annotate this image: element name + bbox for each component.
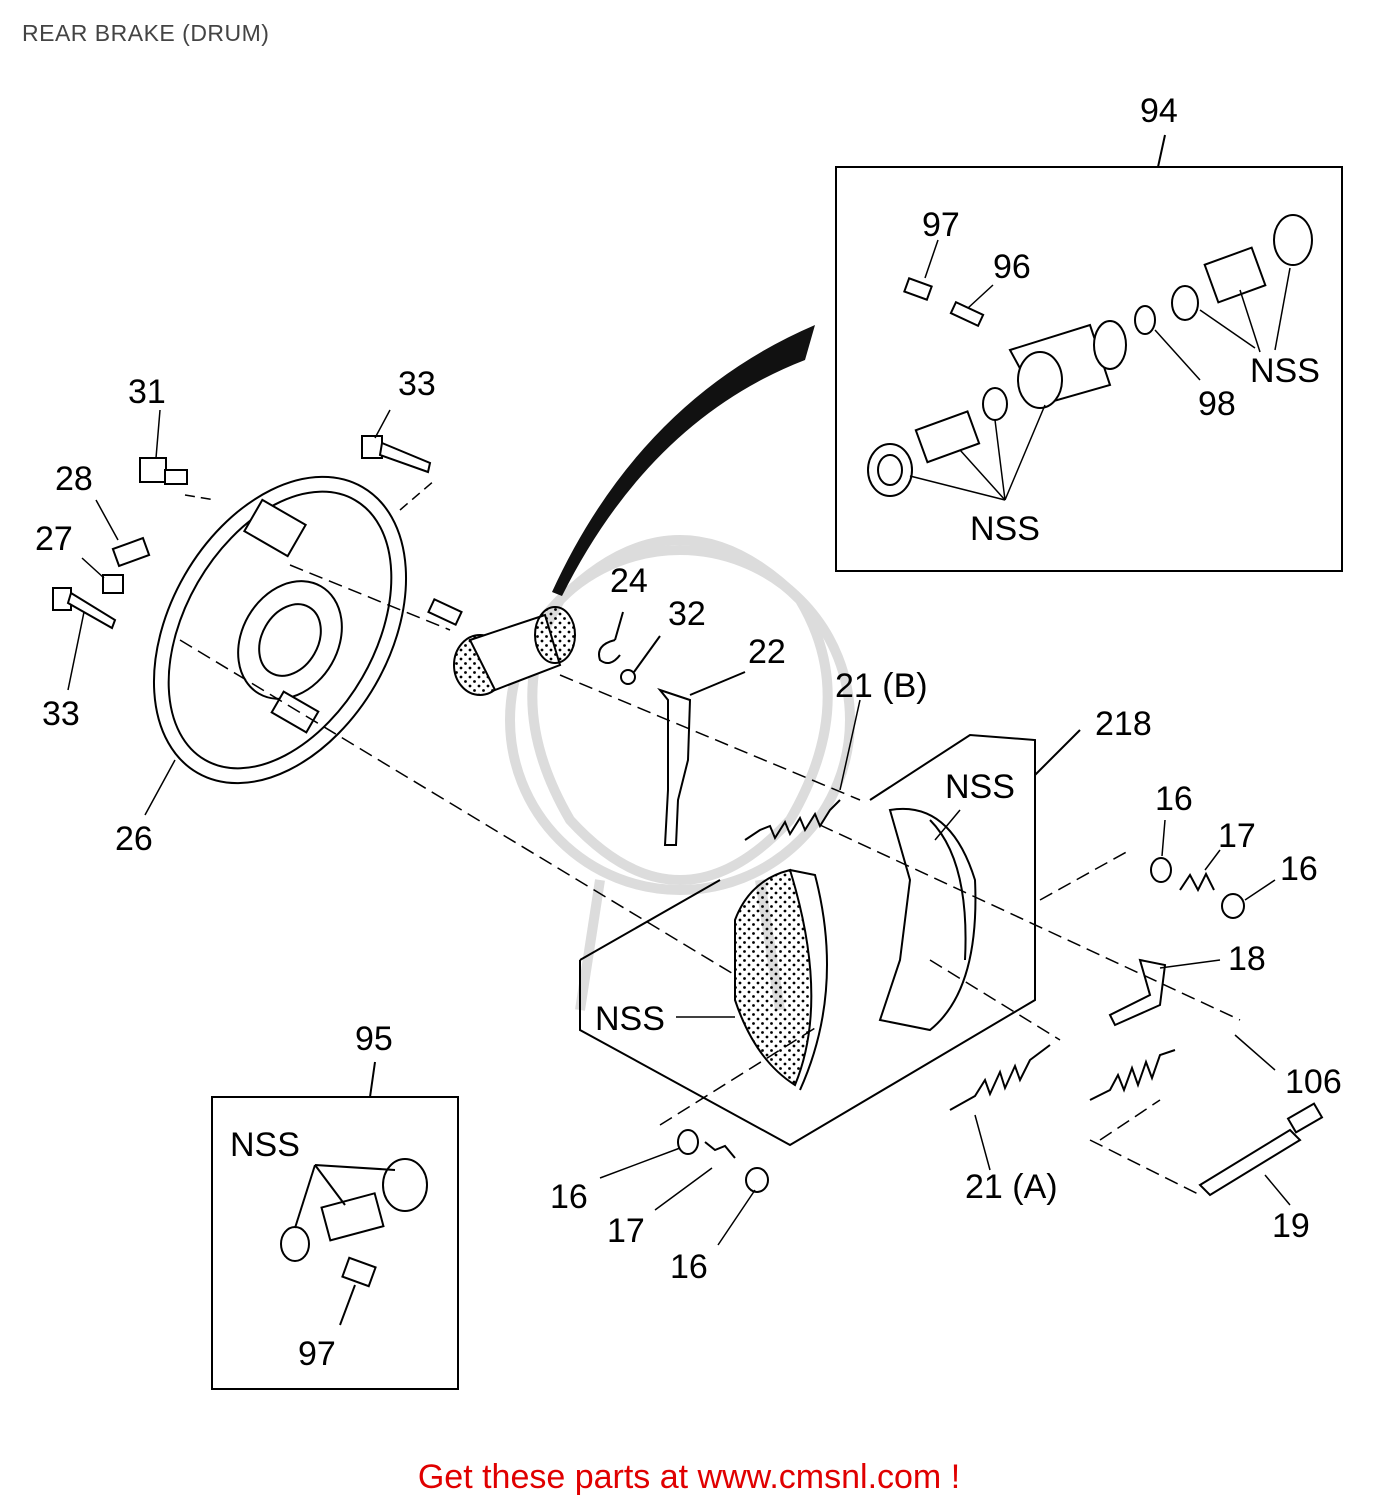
label-nss-shoe-left: NSS (595, 1000, 665, 1038)
label-21a: 21 (A) (965, 1168, 1058, 1206)
springs (704, 799, 1215, 1159)
watermark-logo (505, 535, 855, 1011)
label-32: 32 (668, 595, 706, 633)
label-97-top: 97 (922, 206, 960, 244)
backing-plate (152, 475, 408, 785)
label-17-b: 17 (607, 1212, 645, 1250)
label-33-bottom: 33 (42, 695, 80, 733)
leader-lines-right (599, 699, 1291, 1246)
shoe-kit-outline (579, 729, 1081, 1147)
label-26: 26 (115, 820, 153, 858)
callout-labels: 94 97 96 NSS 98 NSS 31 33 28 27 33 26 24… (35, 92, 1342, 1373)
retainers-and-adjuster (677, 857, 1324, 1197)
label-nss-top-right: NSS (1250, 352, 1320, 390)
label-22: 22 (748, 633, 786, 671)
brake-shoe-right (878, 807, 977, 1032)
label-98: 98 (1198, 385, 1236, 423)
label-96: 96 (993, 248, 1031, 286)
label-97-bottom: 97 (298, 1335, 336, 1373)
label-nss-shoe-right: NSS (945, 768, 1015, 806)
dashed-guides (179, 564, 1241, 1196)
label-27: 27 (35, 520, 73, 558)
label-28: 28 (55, 460, 93, 498)
parking-lever (657, 671, 746, 846)
label-nss-top-bottom: NSS (970, 510, 1040, 548)
label-218: 218 (1095, 705, 1152, 743)
clips (598, 611, 661, 685)
kit-box-94 (835, 134, 1343, 572)
exploded-parts-diagram: 94 97 96 NSS 98 NSS 31 33 28 27 33 26 24… (35, 92, 1343, 1390)
label-16-d: 16 (670, 1248, 708, 1286)
leader-lines-left (67, 409, 436, 816)
label-16-c: 16 (550, 1178, 588, 1216)
label-18: 18 (1228, 940, 1266, 978)
label-16-a: 16 (1155, 780, 1193, 818)
page-title: REAR BRAKE (DRUM) (22, 20, 270, 46)
footer-link-text[interactable]: Get these parts at www.cmsnl.com ! (417, 1458, 961, 1496)
label-16-b: 16 (1280, 850, 1318, 888)
wheel-cylinder (427, 597, 576, 696)
label-nss-kit: NSS (230, 1126, 300, 1164)
label-94: 94 (1140, 92, 1178, 130)
label-21b: 21 (B) (835, 667, 928, 705)
label-106: 106 (1285, 1063, 1342, 1101)
kit-95-parts (280, 1158, 428, 1326)
label-31: 31 (128, 373, 166, 411)
brake-shoe-left (734, 868, 828, 1091)
label-95: 95 (355, 1020, 393, 1058)
label-33-top: 33 (398, 365, 436, 403)
label-24: 24 (610, 562, 648, 600)
bolts-and-nuts (52, 435, 432, 630)
leader-lines-94 (909, 239, 1291, 501)
label-17-a: 17 (1218, 817, 1256, 855)
swoosh-arrow (552, 325, 815, 596)
wheel-cylinder-exploded (867, 214, 1313, 497)
kit-box-95 (211, 1061, 459, 1390)
label-19: 19 (1272, 1207, 1310, 1245)
